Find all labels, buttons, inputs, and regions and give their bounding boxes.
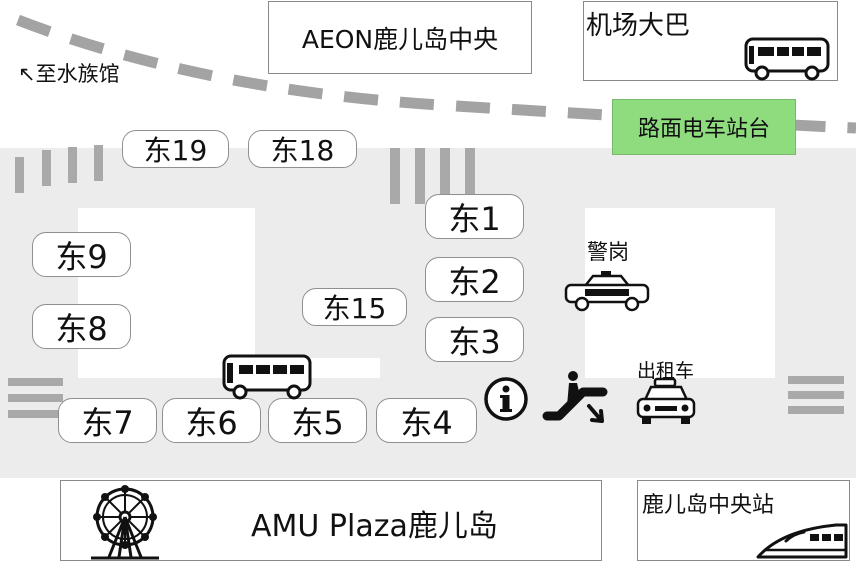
bus-stop-e5-label: 东5: [291, 403, 344, 442]
crosswalk-north-left: [15, 145, 103, 193]
bus-icon: [222, 354, 312, 400]
bus-icon: [744, 37, 830, 81]
aeon-label: AEON鹿儿岛中央: [301, 24, 499, 54]
aquarium-direction[interactable]: ↖至水族馆: [18, 62, 120, 86]
shinkansen-icon: [756, 523, 848, 559]
crosswalk-north-center: [390, 148, 475, 204]
bus-stop-e4-label: 东4: [400, 403, 453, 442]
amu-plaza-label: AMU Plaza鹿儿岛: [251, 509, 498, 544]
bus-stop-e2-label: 东2: [448, 262, 501, 301]
bus-stop-e3[interactable]: 东3: [425, 317, 524, 362]
information-icon[interactable]: [482, 375, 530, 423]
central-station-label: 鹿儿岛中央站: [642, 493, 775, 518]
bus-stop-e5[interactable]: 东5: [268, 398, 367, 443]
police-car-icon[interactable]: [563, 270, 651, 312]
escalator-icon[interactable]: [542, 370, 613, 428]
crosswalk-west: [8, 378, 63, 418]
bus-stop-e19-label: 东19: [143, 134, 208, 167]
bus-stop-e18[interactable]: 东18: [248, 130, 357, 168]
bus-stop-e15[interactable]: 东15: [302, 288, 407, 326]
bus-stop-e1-label: 东1: [448, 199, 501, 238]
bus-stop-e4[interactable]: 东4: [376, 398, 477, 443]
central-station-building[interactable]: 鹿儿岛中央站: [637, 480, 850, 561]
bus-stop-e9-label: 东9: [55, 237, 108, 276]
airport-bus-stop[interactable]: 机场大巴: [583, 1, 838, 81]
bus-stop-e19[interactable]: 东19: [122, 130, 229, 168]
taxi-icon[interactable]: [635, 377, 697, 426]
bus-stop-e8[interactable]: 东8: [32, 304, 131, 349]
crosswalk-east: [788, 376, 844, 414]
bus-stop-e6-label: 东6: [185, 403, 238, 442]
airport-bus-label: 机场大巴: [586, 11, 691, 41]
tram-stop[interactable]: 路面电车站台: [612, 99, 796, 155]
taxi-label: 出租车: [637, 360, 695, 382]
ferris-wheel-icon: [91, 485, 159, 560]
bus-stop-e1[interactable]: 东1: [425, 194, 524, 239]
bus-stop-e7[interactable]: 东7: [58, 398, 157, 443]
bus-stop-e7-label: 东7: [81, 403, 134, 442]
bus-stop-e8-label: 东8: [55, 309, 108, 348]
bus-stop-e2[interactable]: 东2: [425, 257, 524, 302]
bus-stop-e9[interactable]: 东9: [32, 232, 131, 277]
bus-stop-e3-label: 东3: [448, 322, 501, 361]
bus-stop-e15-label: 东15: [322, 292, 387, 325]
amu-plaza-building[interactable]: AMU Plaza鹿儿岛: [60, 480, 602, 561]
bus-stop-e6[interactable]: 东6: [162, 398, 261, 443]
aeon-building[interactable]: AEON鹿儿岛中央: [268, 1, 532, 74]
police-box-label: 警岗: [587, 240, 629, 264]
tram-stop-label: 路面电车站台: [637, 117, 770, 142]
bus-stop-e18-label: 东18: [270, 134, 335, 167]
